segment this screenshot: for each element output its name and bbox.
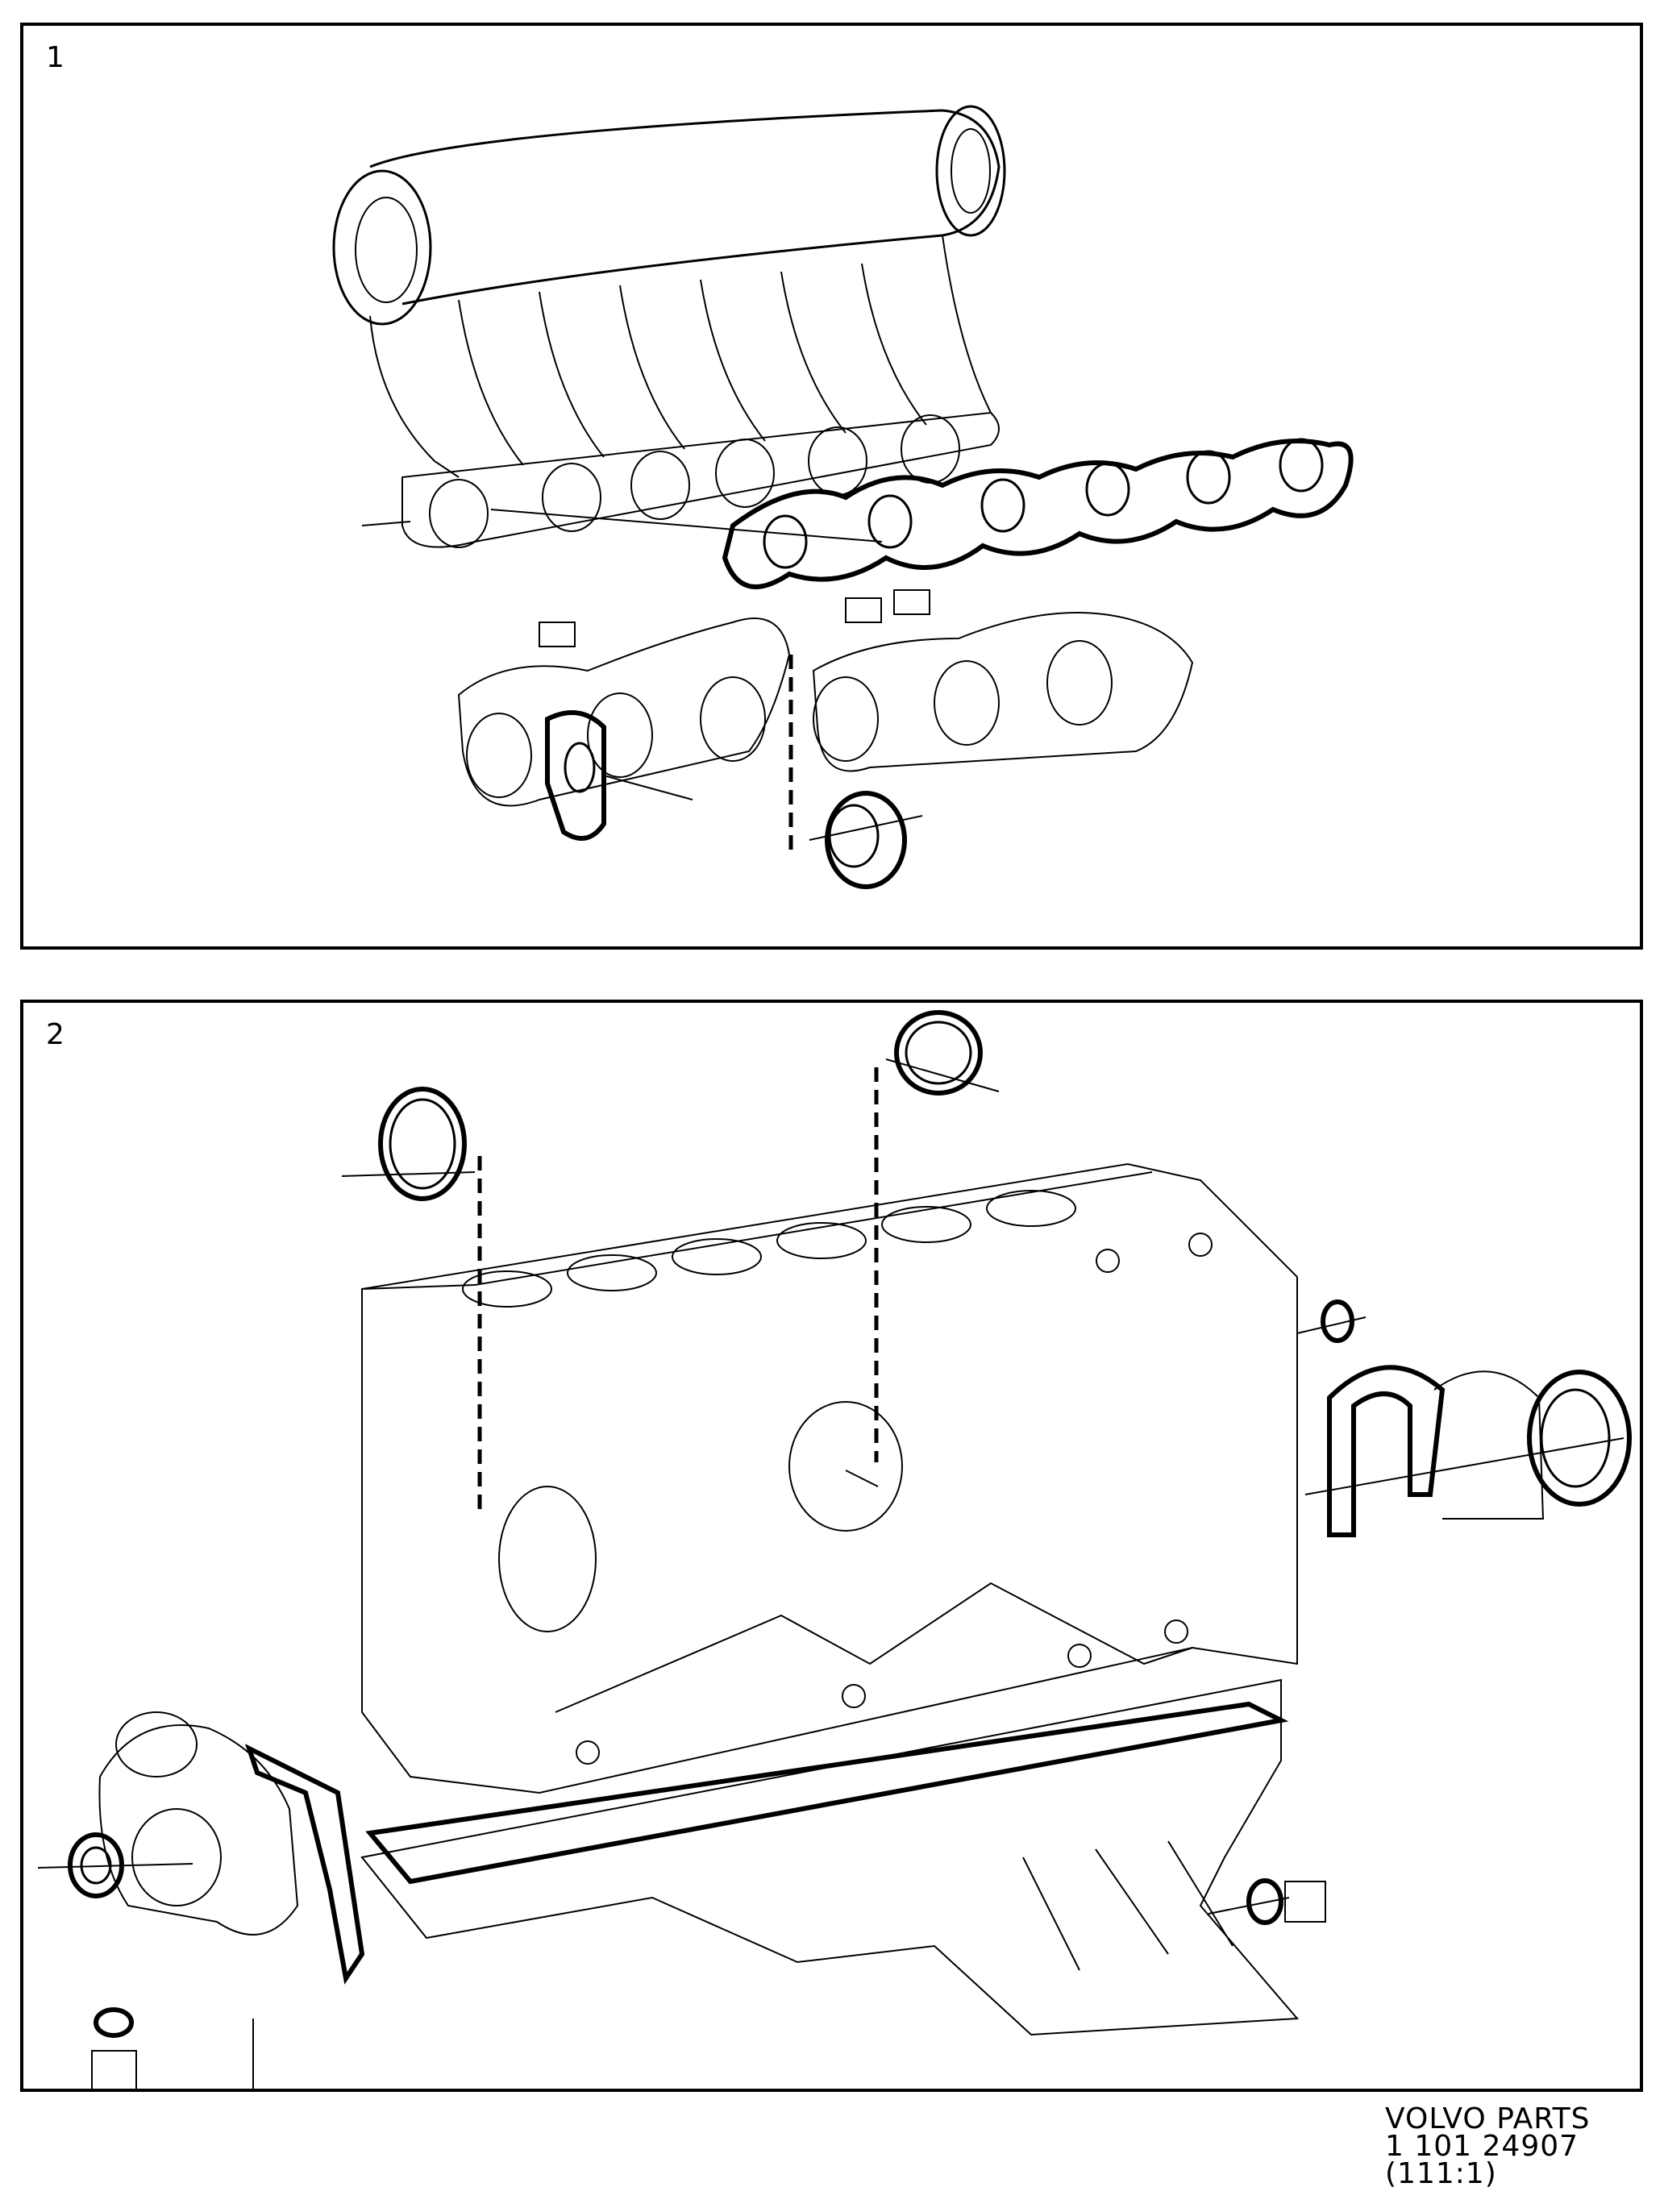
exhaust-seal-ring: [809, 791, 923, 889]
intake-plenum: [332, 105, 1006, 326]
diagram-reference: (111:1): [1385, 2157, 1497, 2190]
o-ring-right: [874, 1010, 1000, 1462]
panel-number: 1: [46, 41, 64, 74]
intake-manifold-gasket: [490, 438, 1354, 589]
panel-number: 2: [46, 1018, 64, 1051]
exhaust-manifold-rear: [812, 589, 1194, 772]
exhaust-port-gasket: [545, 710, 693, 841]
engine-block-illustration: [37, 1010, 1632, 2089]
small-seal-top: [1296, 1299, 1367, 1343]
rear-seal-carrier: [1327, 1365, 1545, 1537]
parts-reference-stamp: VOLVO PARTS 1 101 24907 (111:1): [1385, 2102, 1591, 2190]
oil-pan: [360, 1678, 1300, 2036]
drain-plug-assembly: [91, 2007, 254, 2089]
manifold-illustration: [332, 105, 1354, 889]
engine-block: [361, 1162, 1298, 1794]
timing-cover-gasket: [244, 1744, 365, 1985]
timing-cover: [98, 1711, 299, 1936]
oil-pan-gasket: [365, 1701, 1289, 1885]
intake-flange: [361, 411, 1000, 548]
crankshaft-front-seal: [37, 1832, 193, 1898]
rear-main-seal: [1304, 1370, 1632, 1507]
part-number: 1 101 24907: [1385, 2130, 1579, 2163]
brand-label: VOLVO PARTS: [1385, 2102, 1591, 2135]
o-ring-left: [341, 1087, 482, 1515]
exhaust-manifold-front: [457, 617, 791, 807]
sump-plug-right: [1208, 1878, 1326, 1925]
diagram-panel-1: 1: [20, 23, 1643, 950]
intake-runners: [369, 235, 992, 478]
diagram-panel-2: 2: [20, 1000, 1643, 2092]
